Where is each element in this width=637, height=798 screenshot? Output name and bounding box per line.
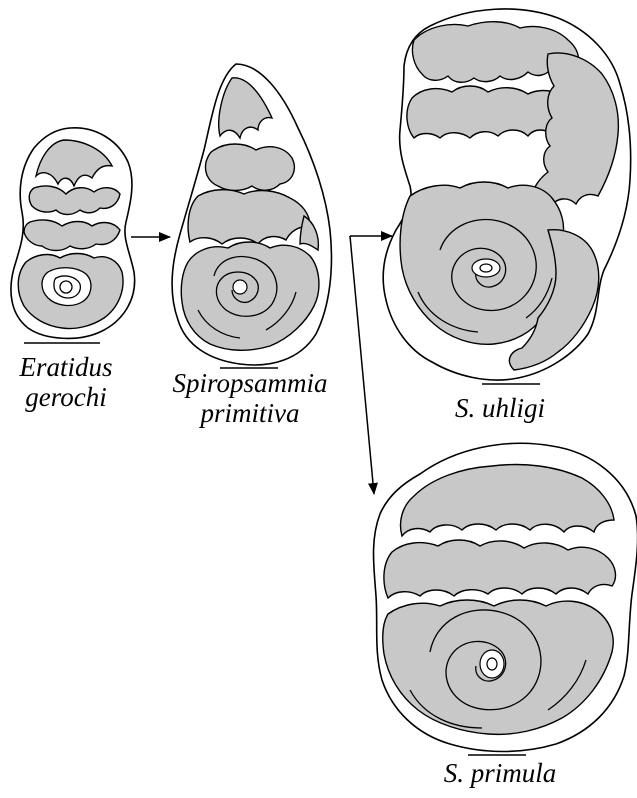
label-line: S. uhligi <box>420 393 580 423</box>
label-spiropsammia-primitiva: Spiropsammia primitiva <box>150 368 350 428</box>
label-line: gerochi <box>0 382 132 412</box>
label-line: Spiropsammia <box>150 368 350 398</box>
chambers <box>181 78 319 350</box>
proloculus <box>233 280 247 294</box>
specimen-spiropsammia-primitiva <box>172 64 331 365</box>
specimen-s-primula <box>374 443 637 751</box>
proloculus-whorl <box>42 268 91 306</box>
label-line: Eratidus <box>0 352 132 382</box>
arrow-to-primula <box>350 236 374 494</box>
proloculus <box>480 650 504 678</box>
label-eratidus-gerochi: Eratidus gerochi <box>0 352 132 412</box>
label-s-uhligi: S. uhligi <box>420 393 580 423</box>
proloculus <box>472 259 500 277</box>
specimen-s-uhligi <box>383 9 630 380</box>
label-line: primitiva <box>150 398 350 428</box>
label-line: S. primula <box>420 758 580 788</box>
label-s-primula: S. primula <box>420 758 580 788</box>
chambers <box>400 22 618 370</box>
specimen-eratidus-gerochi <box>11 128 135 339</box>
